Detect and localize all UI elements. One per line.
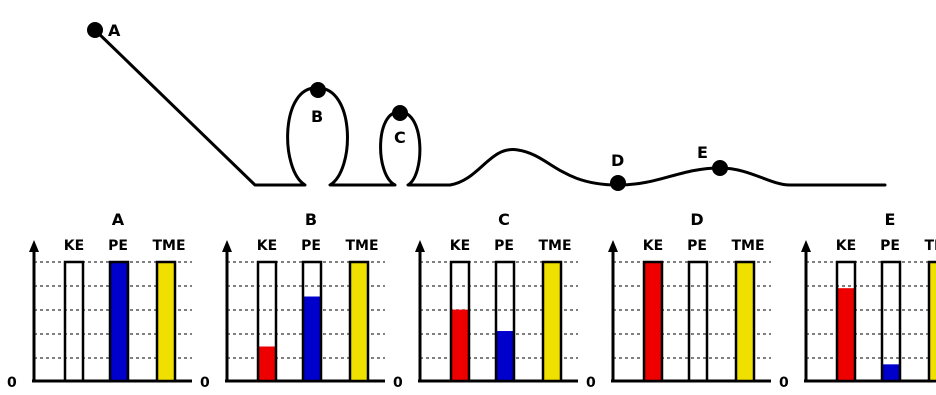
bar-outline-tme [541,260,563,383]
energy-bar-charts: 0 A KE PE TME 0 B KE PE TME 0 C KE PE TME 0 D KE PE TME 0 E KE… [7,210,936,391]
bar-label-pe: PE [494,238,514,254]
bar-fill-ke [258,346,276,381]
zero-label: 0 [393,375,403,391]
bar-outline-ke [642,260,664,383]
chart-a: 0 A KE PE TME [7,210,192,391]
zero-label: 0 [7,375,17,391]
bar-outline-pe [108,260,130,383]
point-label-c: C [394,128,406,147]
ball-b [310,82,326,98]
bar-fill-ke [644,262,662,381]
bar-outline-pe [301,260,323,383]
bar-fill-tme [157,262,175,381]
bar-label-pe: PE [880,238,900,254]
point-label-b: B [311,107,323,126]
bar-fill-tme [736,262,754,381]
point-label-d: D [611,151,624,170]
bar-fill-tme [350,262,368,381]
bar-outline-ke [63,260,85,383]
bar-label-ke: KE [836,238,856,254]
bar-label-ke: KE [64,238,84,254]
y-axis-arrow-icon [29,240,39,252]
bar-label-pe: PE [108,238,128,254]
bar-label-tme: TME [152,238,185,254]
chart-title: B [305,210,317,229]
ball-a [87,22,103,38]
y-axis-arrow-icon [415,240,425,252]
y-axis-arrow-icon [801,240,811,252]
bar-fill-pe [496,331,514,381]
zero-label: 0 [586,375,596,391]
point-label-a: A [108,21,121,40]
bar-outline-pe [880,260,902,383]
chart-title: C [498,210,510,229]
bar-outline-ke [449,260,471,383]
bar-label-pe: PE [687,238,707,254]
bar-outline-ke [256,260,278,383]
bar-outline-tme [348,260,370,383]
bar-label-tme: TME [538,238,571,254]
bar-outline-tme [927,260,936,383]
y-axis-arrow-icon [608,240,618,252]
ball-d [610,175,626,191]
bar-label-tme: TME [924,238,936,254]
chart-d: 0 D KE PE TME [586,210,771,391]
bar-fill-tme [929,262,936,381]
ball-e [712,160,728,176]
bar-label-tme: TME [731,238,764,254]
roller-coaster-track: A B C D E [87,21,887,191]
bar-outline-tme [155,260,177,383]
y-axis-arrow-icon [222,240,232,252]
bar-label-ke: KE [643,238,663,254]
bar-fill-ke [837,288,855,381]
bar-outline-pe [687,260,709,383]
point-label-e: E [697,143,708,162]
ball-c [392,105,408,121]
chart-e: 0 E KE PE TME [779,210,936,391]
bar-outline-ke [835,260,857,383]
zero-label: 0 [200,375,210,391]
chart-title: D [690,210,703,229]
chart-title: E [885,210,896,229]
chart-b: 0 B KE PE TME [200,210,385,391]
chart-title: A [112,210,125,229]
bar-fill-ke [451,309,469,381]
bar-outline-pe [494,260,516,383]
bar-outline-tme [734,260,756,383]
bar-label-pe: PE [301,238,321,254]
bar-fill-pe [882,364,900,381]
bar-fill-tme [543,262,561,381]
chart-c: 0 C KE PE TME [393,210,578,391]
bar-fill-pe [303,296,321,381]
bar-label-ke: KE [450,238,470,254]
bar-label-tme: TME [345,238,378,254]
track-path [93,28,887,187]
bar-label-ke: KE [257,238,277,254]
zero-label: 0 [779,375,789,391]
bar-fill-pe [110,262,128,381]
